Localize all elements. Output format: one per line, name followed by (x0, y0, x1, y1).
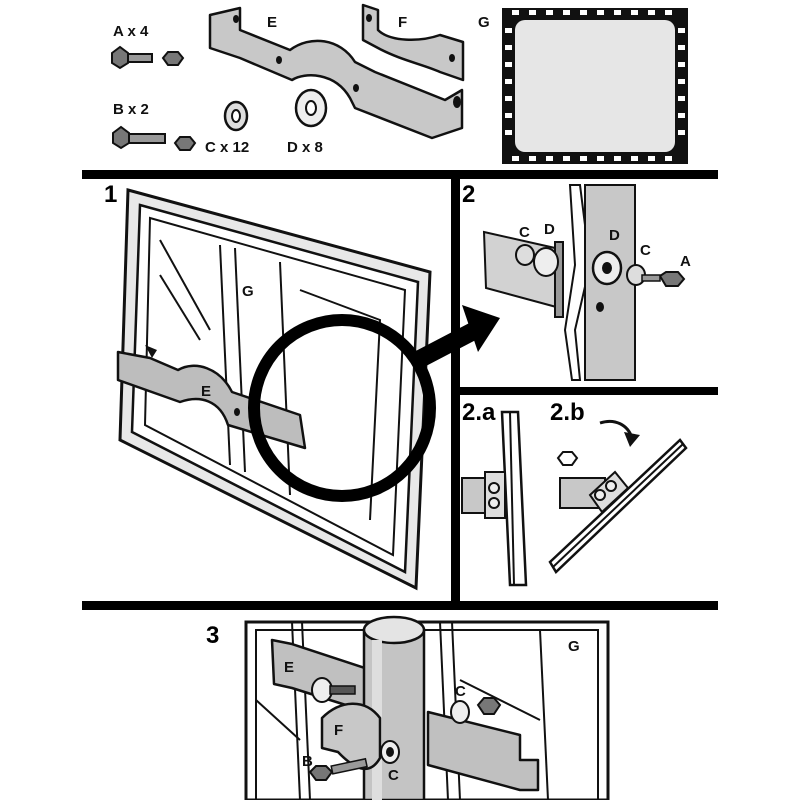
step-2b-number: 2.b (550, 399, 585, 426)
part-e-label: E (267, 14, 277, 31)
step-3-label-g: G (568, 638, 580, 655)
step-1-label-g: G (242, 283, 254, 300)
part-a-bolt-icon (111, 45, 185, 70)
part-f-label: F (398, 14, 407, 31)
part-e-bracket-icon (208, 6, 464, 140)
step-3-label-e: E (284, 659, 294, 676)
part-c-washer-icon (223, 100, 249, 132)
step-3-label-c1: C (388, 767, 399, 784)
step-2-label-a: A (680, 253, 691, 270)
zoom-callout-circle (248, 305, 500, 502)
step-1-panel: 1 G E (104, 181, 500, 591)
step-2-label-c1: C (519, 224, 530, 241)
step-2-number: 2 (462, 181, 475, 208)
step-1-number: 1 (104, 181, 117, 208)
step-2a-panel: 2.a (461, 399, 528, 587)
step-1-label-e: E (201, 383, 211, 400)
part-f-clamp-icon (361, 3, 465, 82)
parts-list: A x 4 B x 2 C x 12 D x 8 E (111, 3, 688, 164)
step-3-label-f: F (334, 722, 343, 739)
part-b-bolt-icon (112, 125, 197, 151)
part-d-washer-icon (294, 88, 328, 128)
step-3-label-b: B (302, 753, 313, 770)
step-2-label-c2: C (640, 242, 651, 259)
step-3-label-c2: C (455, 683, 466, 700)
mirror-back-frame (118, 188, 432, 591)
panel-dividers (82, 170, 718, 610)
step-2b-panel: 2.b (548, 399, 688, 574)
step-2-label-d2: D (609, 227, 620, 244)
step-2-panel: 2 C D D C A (462, 181, 691, 381)
part-b-label: B x 2 (113, 101, 149, 118)
step-3-panel: 3 E (206, 615, 610, 800)
part-g-label: G (478, 14, 490, 31)
step-2a-number: 2.a (462, 399, 496, 426)
step-2-label-d1: D (544, 221, 555, 238)
part-d-label: D x 8 (287, 139, 323, 156)
part-c-label: C x 12 (205, 139, 249, 156)
step-3-number: 3 (206, 622, 219, 649)
part-g-mirror-icon (502, 8, 688, 164)
part-a-label: A x 4 (113, 23, 149, 40)
